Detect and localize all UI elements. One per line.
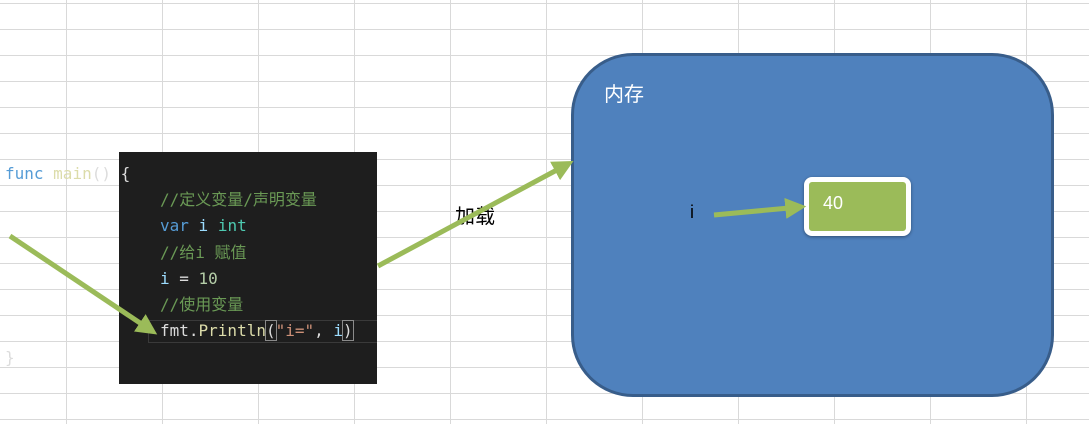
code-line-comment-declare: //定义变量/声明变量 bbox=[160, 189, 317, 211]
memory-cell-value: 40 bbox=[823, 193, 844, 213]
number-literal: 10 bbox=[198, 269, 218, 288]
comment: //定义变量/声明变量 bbox=[160, 190, 317, 209]
punctuation: () { bbox=[91, 164, 131, 183]
variable-name: i bbox=[333, 321, 344, 340]
variable-name-label: i bbox=[690, 202, 694, 222]
code-line-var-decl: var i int bbox=[160, 215, 247, 237]
type-name: int bbox=[217, 216, 247, 235]
operator: = bbox=[169, 269, 199, 288]
open-paren: ( bbox=[265, 320, 277, 341]
code-line-println: fmt.Println("i=", i) bbox=[160, 320, 354, 342]
keyword: func bbox=[5, 164, 44, 183]
code-line-close-brace: } bbox=[5, 347, 15, 369]
function-name: main bbox=[53, 164, 92, 183]
function-name: Println bbox=[198, 321, 266, 340]
package-name: fmt. bbox=[160, 321, 199, 340]
closing-brace: } bbox=[5, 348, 15, 367]
code-line-func-main: func main() { bbox=[5, 163, 130, 185]
separator: , bbox=[314, 321, 334, 340]
string-literal: "i=" bbox=[275, 321, 315, 340]
variable-reference-arrow bbox=[713, 197, 807, 219]
execution-arrow bbox=[8, 233, 158, 335]
code-line-comment-assign: //给i 赋值 bbox=[160, 242, 247, 264]
variable-name: i bbox=[160, 269, 170, 288]
memory-label: 内存 bbox=[604, 82, 644, 106]
keyword: var bbox=[160, 216, 189, 235]
memory-cell bbox=[804, 177, 911, 236]
comment: //使用变量 bbox=[160, 295, 244, 314]
code-line-comment-use: //使用变量 bbox=[160, 294, 243, 316]
close-paren: ) bbox=[342, 320, 354, 341]
comment: //给i 赋值 bbox=[160, 243, 247, 262]
code-editor-panel bbox=[119, 152, 377, 384]
load-arrow bbox=[376, 161, 574, 269]
variable-name: i bbox=[198, 216, 209, 235]
code-line-assign: i = 10 bbox=[160, 268, 218, 290]
